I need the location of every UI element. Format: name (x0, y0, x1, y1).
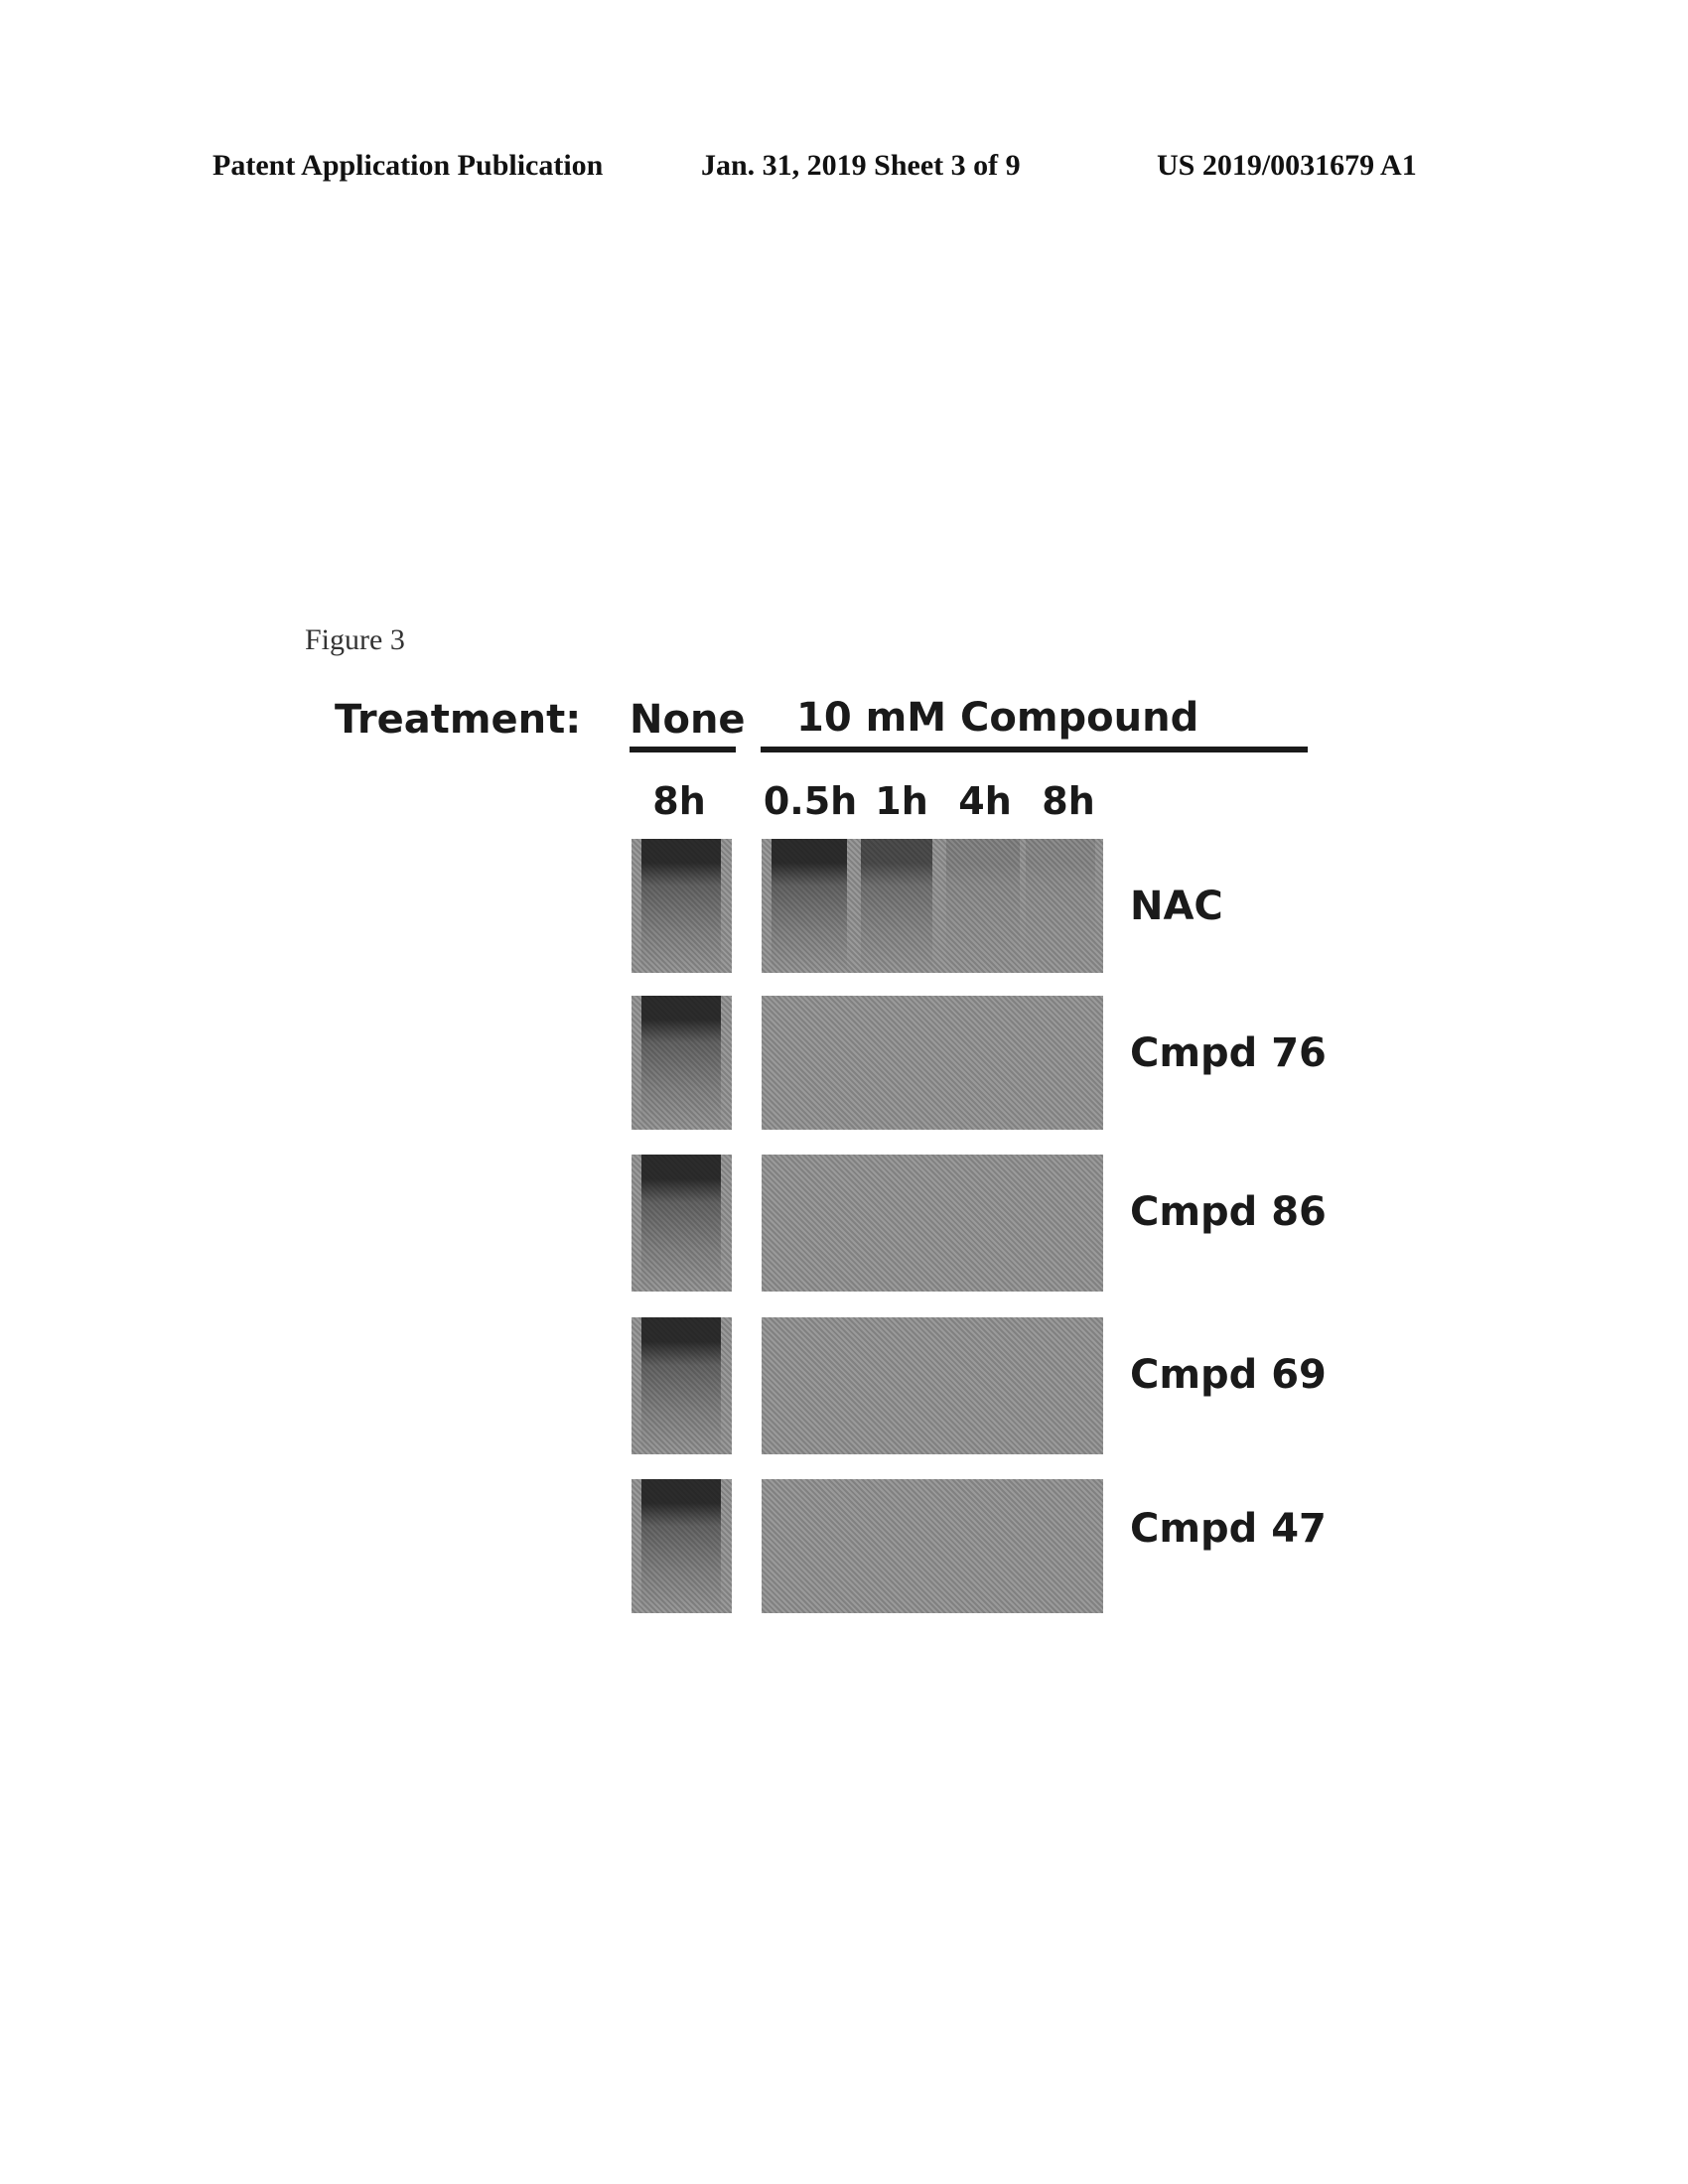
blot-compound-lanes (762, 996, 1103, 1130)
time-label-3: 8h (1027, 779, 1110, 823)
compound-label-cmpd-47: Cmpd 47 (1130, 1506, 1327, 1552)
group-compound-underline (761, 747, 1308, 752)
blot-control-lane (632, 1317, 732, 1454)
blot-compound-lanes (762, 839, 1103, 973)
figure-label: Figure 3 (305, 623, 405, 657)
group-none-underline (630, 747, 736, 752)
treatment-label: Treatment: (335, 697, 581, 743)
time-label-none: 8h (630, 779, 729, 823)
time-label-2: 4h (943, 779, 1027, 823)
band-control (641, 1317, 721, 1454)
publication-number: US 2019/0031679 A1 (1157, 149, 1417, 183)
blot-compound-lanes (762, 1155, 1103, 1292)
blot-control-lane (632, 996, 732, 1130)
time-label-0: 0.5h (761, 779, 860, 823)
band-control (641, 1479, 721, 1613)
band-lane-2 (946, 839, 1020, 973)
compound-label-cmpd-69: Cmpd 69 (1130, 1352, 1327, 1398)
compound-label-cmpd-76: Cmpd 76 (1130, 1030, 1327, 1076)
group-compound-label: 10 mM Compound (796, 695, 1198, 741)
compound-label-cmpd-86: Cmpd 86 (1130, 1189, 1327, 1235)
blot-compound-lanes (762, 1479, 1103, 1613)
blot-control-lane (632, 839, 732, 973)
publication-date-sheet: Jan. 31, 2019 Sheet 3 of 9 (701, 149, 1021, 183)
band-control (641, 839, 721, 973)
band-lane-3 (1026, 839, 1095, 973)
publication-type: Patent Application Publication (212, 149, 603, 183)
blot-control-lane (632, 1479, 732, 1613)
compound-label-nac: NAC (1130, 884, 1223, 929)
band-control (641, 1155, 721, 1292)
blot-compound-lanes (762, 1317, 1103, 1454)
band-control (641, 996, 721, 1130)
band-lane-1 (861, 839, 932, 973)
time-label-1: 1h (860, 779, 943, 823)
group-none-label: None (630, 697, 746, 743)
band-lane-0 (772, 839, 847, 973)
blot-control-lane (632, 1155, 732, 1292)
